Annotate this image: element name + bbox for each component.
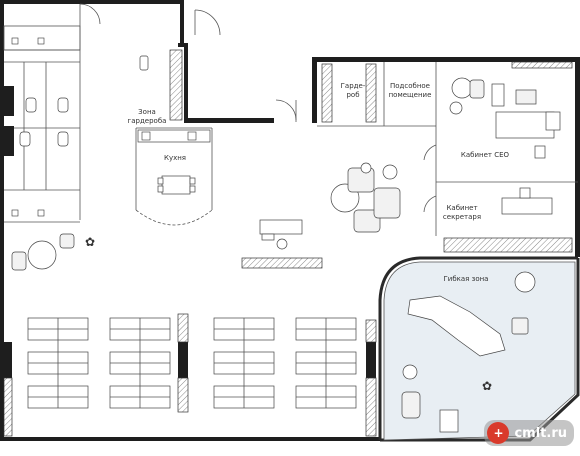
watermark-badge-icon: + — [487, 422, 510, 444]
label-secretary-1: Кабинет — [446, 204, 477, 212]
desk-cluster-c — [213, 317, 275, 409]
reception — [241, 219, 323, 269]
wardrobe-zone: Зона гардероба — [128, 49, 183, 125]
kitchen: Кухня — [135, 127, 213, 226]
desk-cluster-d — [295, 317, 357, 409]
label-wardrobe-zone-1: Зона — [138, 108, 156, 116]
entrance-door — [275, 99, 297, 122]
label-flex: Гибкая зона — [444, 275, 489, 283]
label-wardrobe-zone-2: гардероба — [128, 117, 167, 125]
storage-rooms: Гарде- роб Подсобное помещение — [317, 62, 437, 127]
desk-cluster-a — [27, 317, 89, 409]
desk-cluster-b — [109, 317, 171, 409]
watermark-text: cmlt.ru — [514, 425, 567, 441]
label-storage-1: Гарде- — [341, 82, 366, 90]
label-utility-1: Подсобное — [390, 82, 430, 90]
secretary-office: Кабинет секретаря — [423, 182, 573, 253]
flex-zone: Гибкая зона ✿ — [383, 261, 576, 441]
label-utility-2: помещение — [389, 91, 432, 99]
left-lounge: ✿ — [11, 233, 95, 271]
label-storage-2: роб — [346, 91, 359, 99]
central-lounge — [330, 162, 401, 233]
svg-text:✿: ✿ — [85, 235, 95, 249]
label-kitchen: Кухня — [164, 154, 186, 162]
wc-block — [3, 3, 221, 223]
ceo-office: Кабинет CEO — [423, 61, 578, 183]
label-ceo: Кабинет CEO — [461, 151, 510, 159]
watermark: + cmlt.ru — [484, 420, 574, 446]
label-secretary-2: секретаря — [443, 213, 481, 221]
desk-clusters — [3, 313, 377, 437]
svg-text:✿: ✿ — [482, 379, 492, 393]
outer-walls — [0, 0, 580, 442]
